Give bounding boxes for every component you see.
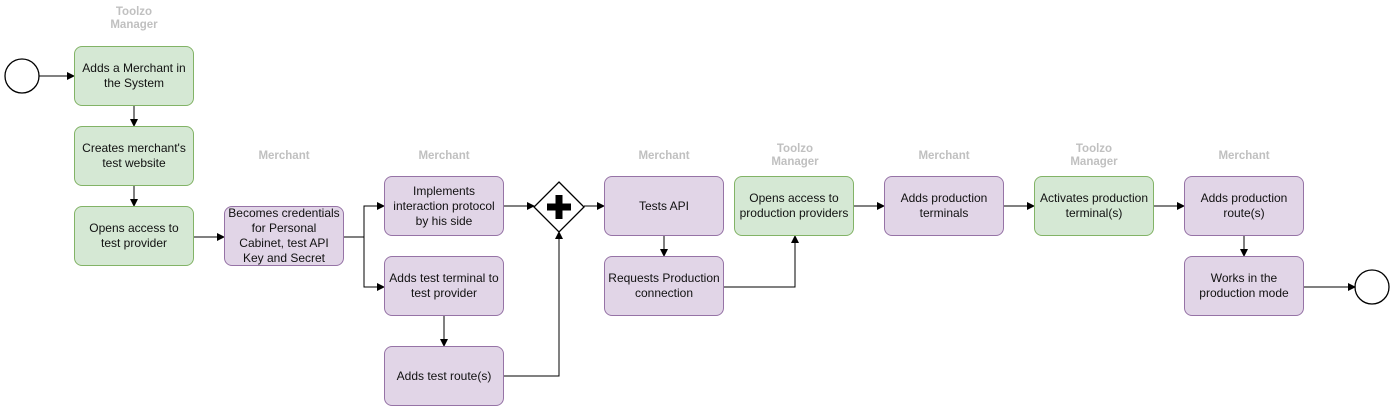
task-add-merchant[interactable]: Adds a Merchant in the System xyxy=(74,46,194,106)
task-open-test-provider[interactable]: Opens access to test provider xyxy=(74,206,194,266)
lane-label-merchant: Merchant xyxy=(1218,150,1270,162)
connector-group xyxy=(39,72,1356,377)
lane-label-merchant: Merchant xyxy=(258,150,310,162)
lane-label-toolzo-manager: Toolzo Manager xyxy=(110,6,158,31)
lane-label-merchant: Merchant xyxy=(418,150,470,162)
task-open-production-providers[interactable]: Opens access to production providers xyxy=(734,176,854,236)
connector xyxy=(724,235,799,288)
task-adds-production-route[interactable]: Adds production route(s) xyxy=(1184,176,1304,236)
task-adds-test-route[interactable]: Adds test route(s) xyxy=(384,346,504,406)
task-becomes-credentials[interactable]: Becomes credentials for Personal Cabinet… xyxy=(224,206,344,266)
lane-label-merchant: Merchant xyxy=(918,150,970,162)
task-activates-production-terminal[interactable]: Activates production terminal(s) xyxy=(1034,176,1154,236)
connector xyxy=(344,236,385,291)
lane-label-merchant: Merchant xyxy=(638,150,690,162)
task-works-production[interactable]: Works in the production mode xyxy=(1184,256,1304,316)
task-adds-production-terminals[interactable]: Adds production terminals xyxy=(884,176,1004,236)
lane-label-toolzo-manager: Toolzo Manager xyxy=(771,143,819,168)
connector xyxy=(504,231,563,377)
task-implements-protocol[interactable]: Implements interaction protocol by his s… xyxy=(384,176,504,236)
parallel-gateway-icon[interactable] xyxy=(533,181,585,233)
end-event-icon[interactable] xyxy=(1354,269,1390,305)
lane-label-toolzo-manager: Toolzo Manager xyxy=(1070,143,1118,168)
start-event-icon[interactable] xyxy=(4,58,40,94)
task-tests-api[interactable]: Tests API xyxy=(604,176,724,236)
connector xyxy=(344,202,385,238)
task-adds-test-terminal[interactable]: Adds test terminal to test provider xyxy=(384,256,504,316)
task-create-test-site[interactable]: Creates merchant's test website xyxy=(74,126,194,186)
task-requests-production[interactable]: Requests Production connection xyxy=(604,256,724,316)
